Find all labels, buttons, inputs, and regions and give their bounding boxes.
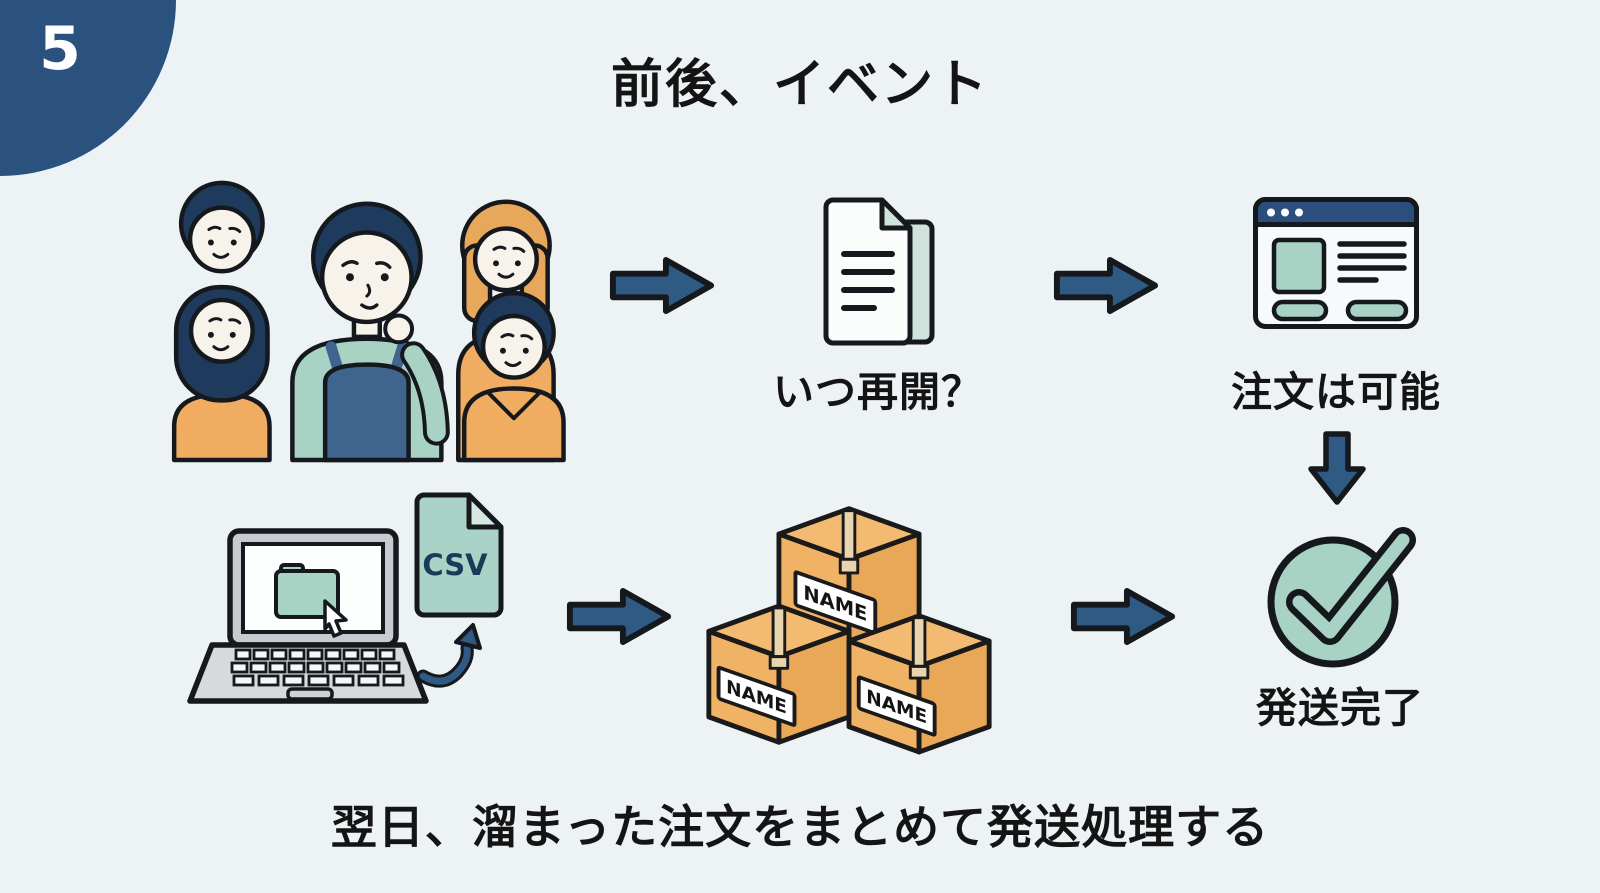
arrow-down-icon [1308, 431, 1366, 505]
csv-file-icon: CSV [414, 492, 504, 618]
documents-icon [823, 197, 935, 346]
person-top-left [178, 180, 265, 274]
arrow-right-icon [609, 257, 715, 314]
browser-text-lines [1337, 241, 1407, 283]
folder-icon [274, 563, 340, 619]
touchpad [286, 687, 334, 701]
person-center [290, 201, 450, 463]
customers-illustration-icon [171, 180, 566, 463]
shipping-boxes-icon: NAME NAME [706, 506, 992, 755]
browser-window-icon [1253, 197, 1419, 329]
browser-titlebar [1253, 197, 1419, 227]
curved-arrow-icon [416, 623, 482, 688]
arrow-right-icon [1053, 257, 1159, 314]
browser-dots-icon [1267, 208, 1303, 217]
check-circle-icon [1267, 527, 1416, 668]
browser-image-placeholder [1271, 237, 1327, 295]
keyboard-keys [230, 648, 405, 687]
order-possible-label: 注文は可能 [1231, 368, 1441, 416]
page-title: 前後、イベント [610, 55, 989, 115]
csv-label: CSV [422, 548, 488, 582]
checkmark [1292, 533, 1410, 639]
box-bottom-right: NAME [846, 613, 992, 755]
step-number-badge: 5 [39, 14, 81, 84]
person-bottom-left [171, 284, 272, 463]
arrow-right-icon [566, 588, 672, 645]
laptop-icon [187, 528, 429, 704]
browser-button [1345, 299, 1409, 322]
shipping-done-label: 発送完了 [1256, 684, 1424, 732]
question-label: いつ再開？ [773, 368, 983, 416]
cursor-icon [323, 599, 348, 638]
browser-button [1271, 299, 1329, 322]
box-bottom-left: NAME [706, 603, 852, 745]
caption-text: 翌日、溜まった注文をまとめて発送処理する [330, 800, 1270, 854]
person-bottom-right [461, 290, 566, 463]
arrow-right-icon [1070, 588, 1176, 645]
